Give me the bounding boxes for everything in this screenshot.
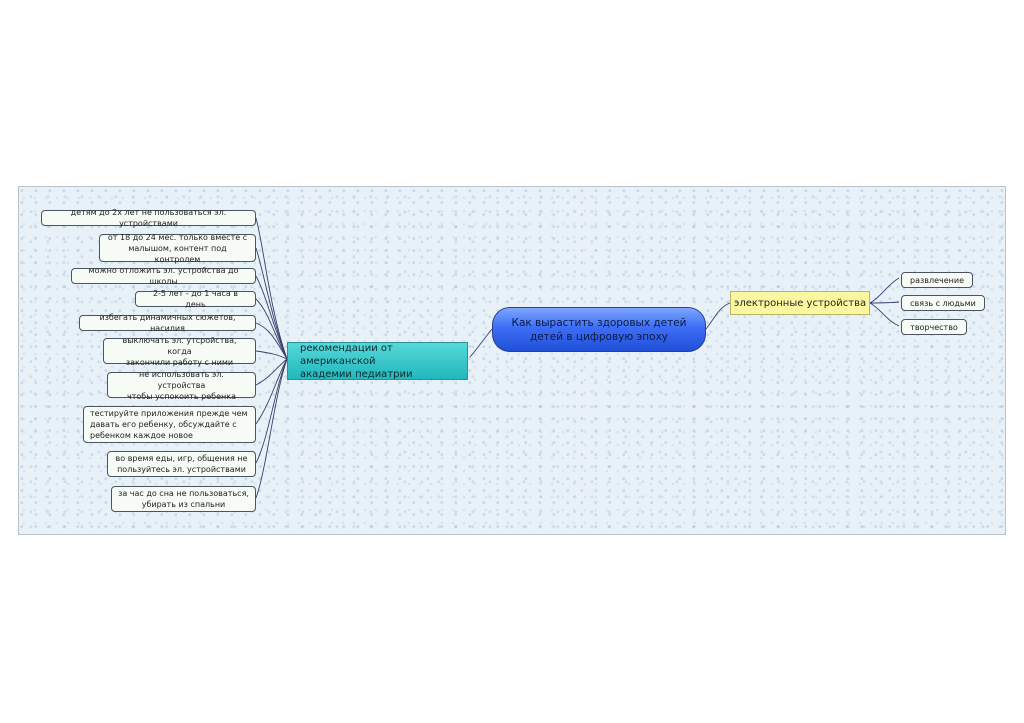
topic-aap-recommendations[interactable]: рекомендации от американской академии пе… bbox=[287, 342, 468, 380]
subtopic-line: малышом, контент под контролем bbox=[128, 243, 227, 264]
connector-central-left bbox=[469, 328, 493, 358]
topic-label: электронные устройства bbox=[733, 297, 867, 309]
central-topic[interactable]: Как вырастить здоровых детей детей в циф… bbox=[492, 307, 706, 352]
topic-line-2: академии педиатрии bbox=[300, 368, 413, 380]
subtopic-item[interactable]: 2-5 лет - до 1 часа в день bbox=[135, 289, 256, 309]
subtopic-item[interactable]: избегать динамичных сюжетов, насилия bbox=[79, 313, 256, 333]
subtopic-line: закончили работу с ними bbox=[125, 357, 234, 367]
subtopic-item[interactable]: не использовать эл. устройства чтобы усп… bbox=[107, 369, 256, 401]
subtopic-line: можно отложить эл. устройства до школы bbox=[88, 266, 239, 286]
subtopic-line: ребенком каждое новое bbox=[90, 431, 193, 440]
subtopic-line: избегать динамичных сюжетов, насилия bbox=[99, 313, 236, 333]
subtopic-item[interactable]: творчество bbox=[901, 319, 967, 335]
subtopic-item[interactable]: можно отложить эл. устройства до школы bbox=[71, 266, 256, 286]
subtopic-line: детям до 2х лет не пользоваться эл. устр… bbox=[70, 208, 227, 228]
subtopic-line: развлечение bbox=[910, 275, 964, 285]
subtopic-line: связь с людьми bbox=[910, 298, 976, 308]
mind-map-canvas: Как вырастить здоровых детей детей в циф… bbox=[18, 186, 1006, 535]
subtopic-line: чтобы успокоить ребенка bbox=[127, 391, 236, 401]
subtopic-line: от 18 до 24 мес. только вместе с bbox=[107, 232, 248, 242]
subtopic-item[interactable]: от 18 до 24 мес. только вместе с малышом… bbox=[99, 232, 256, 264]
subtopic-line: пользуйтесь эл. устройствами bbox=[117, 465, 246, 474]
subtopic-line: выключать эл. утсройства, когда bbox=[122, 335, 237, 356]
subtopic-line: тестируйте приложения прежде чем bbox=[90, 409, 248, 418]
subtopic-line: убирать из спальни bbox=[141, 500, 226, 509]
subtopic-line: давать его ребенку, обсуждайте с bbox=[90, 420, 237, 429]
topic-electronic-devices[interactable]: электронные устройства bbox=[730, 291, 870, 315]
subtopic-item[interactable]: тестируйте приложения прежде чем давать … bbox=[83, 406, 256, 443]
subtopic-item[interactable]: детям до 2х лет не пользоваться эл. устр… bbox=[41, 208, 256, 228]
connector-lines bbox=[255, 217, 900, 499]
subtopic-line: творчество bbox=[910, 322, 958, 332]
central-topic-line-1: Как вырастить здоровых детей bbox=[511, 316, 687, 329]
subtopic-item[interactable]: связь с людьми bbox=[901, 295, 985, 311]
subtopic-line: не использовать эл. устройства bbox=[139, 369, 224, 390]
subtopic-line: 2-5 лет - до 1 часа в день bbox=[152, 289, 239, 309]
subtopic-item[interactable]: во время еды, игр, общения не пользуйтес… bbox=[107, 451, 256, 477]
subtopic-item[interactable]: развлечение bbox=[901, 272, 973, 288]
subtopic-item[interactable]: выключать эл. утсройства, когда закончил… bbox=[103, 335, 256, 367]
subtopic-line: за час до сна не пользоваться, bbox=[118, 489, 249, 498]
subtopic-line: во время еды, игр, общения не bbox=[115, 454, 248, 463]
topic-line-1: рекомендации от американской bbox=[300, 342, 393, 367]
subtopic-item[interactable]: за час до сна не пользоваться, убирать и… bbox=[111, 486, 256, 512]
central-topic-line-2: детей в цифровую эпоху bbox=[529, 330, 669, 343]
connector-central-right bbox=[705, 302, 731, 330]
